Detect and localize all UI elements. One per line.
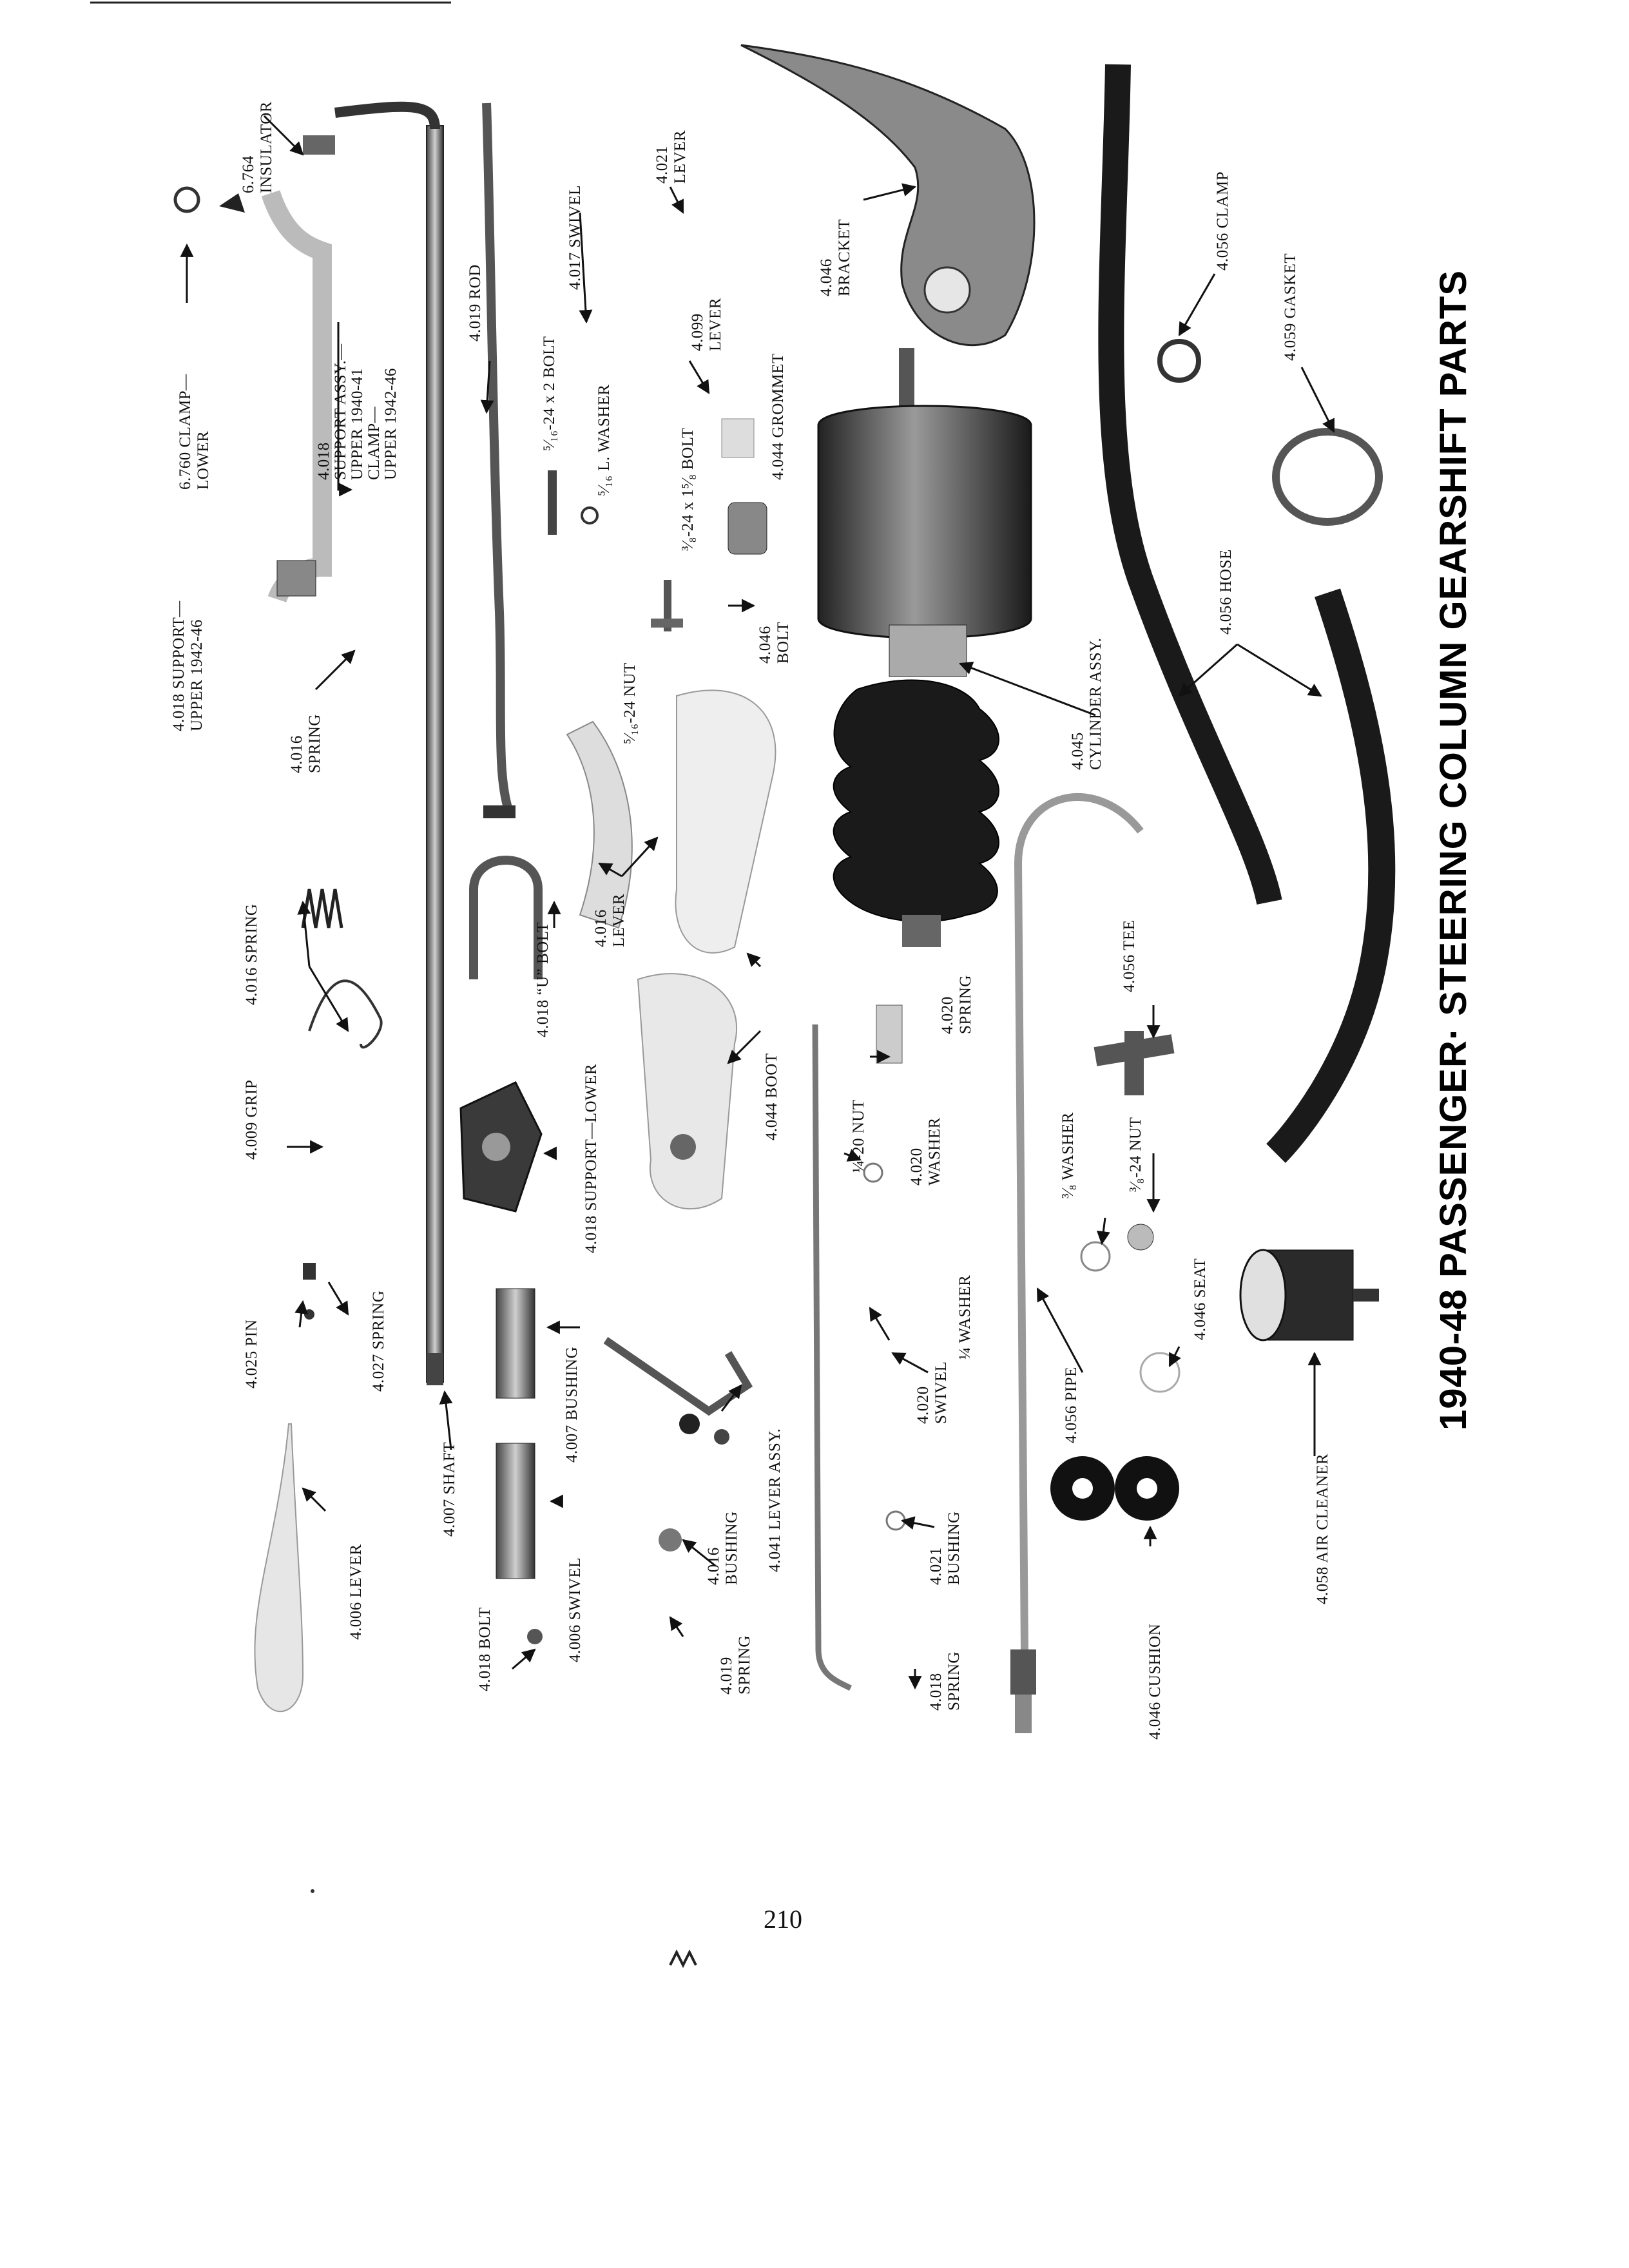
- part-hose: [1098, 64, 1396, 1163]
- label-cushion: 4.046 CUSHION: [1146, 1624, 1164, 1740]
- label-washer-14: ¼ WASHER: [956, 1275, 974, 1360]
- label-insulator: 6.764INSULATOR: [240, 101, 275, 193]
- part-bracket: [740, 44, 1036, 347]
- part-u-bolt: [469, 856, 543, 979]
- part-pipe: [1010, 793, 1144, 1733]
- label-lever-4021: 4.021LEVER: [653, 130, 689, 184]
- label-bolt-516: ⁵⁄₁₆-24 x 2 BOLT: [541, 336, 558, 451]
- label-bolt-4046: 4.046BOLT: [757, 622, 792, 664]
- label-nut-38: ³⁄₈-24 NUT: [1127, 1117, 1144, 1192]
- part-air-cleaner: [1239, 1249, 1379, 1341]
- scan-speck: [311, 1889, 314, 1893]
- label-gasket: 4.059 GASKET: [1282, 253, 1299, 361]
- label-spring-4020: 4.020SPRING: [939, 975, 974, 1034]
- part-boot-bellows: [833, 679, 999, 947]
- label-lever-4099: 4.099LEVER: [689, 298, 724, 351]
- part-lever-assy: [603, 1337, 753, 1552]
- label-swivel-4006: 4.006 SWIVEL: [566, 1557, 584, 1662]
- part-lever-4016: [566, 689, 776, 954]
- part-shaft: [334, 101, 444, 1385]
- part-small-hardware: [303, 418, 906, 1644]
- part-cylinder: [817, 348, 1032, 677]
- label-shaft: 4.007 SHAFT: [441, 1442, 458, 1537]
- label-swivel-4017: 4.017 SWIVEL: [566, 185, 584, 290]
- label-washer-38: ³⁄₈ WASHER: [1059, 1112, 1077, 1198]
- label-spring-4027: 4.027 SPRING: [370, 1291, 387, 1392]
- part-support-lower: [459, 1081, 543, 1213]
- label-nut-14: ¼-20 NUT: [850, 1099, 867, 1173]
- leader-arrows: [180, 115, 1335, 1690]
- label-washer-516: ⁵⁄₁₆ L. WASHER: [595, 384, 613, 496]
- label-tee: 4.056 TEE: [1121, 920, 1138, 992]
- part-boot-plate: [637, 973, 738, 1210]
- label-clamp-4056: 4.056 CLAMP: [1214, 171, 1231, 271]
- label-washer-4020: 4.020WASHER: [908, 1117, 943, 1186]
- part-support-assy: [173, 135, 335, 603]
- label-support-assy: 4.018SUPPORT ASSY.—UPPER 1940-41CLAMP—UP…: [315, 343, 400, 480]
- label-lever-assy: 4.041 LEVER ASSY.: [766, 1428, 784, 1572]
- label-bolt-38: ³⁄₈-24 x 1⁵⁄₈ BOLT: [679, 428, 697, 551]
- label-pipe: 4.056 PIPE: [1063, 1367, 1080, 1443]
- label-nut-516: ⁵⁄₁₆-24 NUT: [621, 662, 639, 744]
- page-title: 1940-48 PASSENGER· STEERING COLUMN GEARS…: [1432, 270, 1474, 1430]
- part-rod-4019: [482, 102, 516, 818]
- label-air-cleaner: 4.058 AIR CLEANER: [1314, 1454, 1331, 1604]
- label-lever-4006: 4.006 LEVER: [347, 1544, 365, 1640]
- label-support-upper: 4.018 SUPPORT—UPPER 1942-46: [170, 601, 206, 731]
- label-hose: 4.056 HOSE: [1217, 549, 1235, 635]
- part-lever-4006: [254, 1423, 304, 1713]
- label-swivel-4020: 4.020SWIVEL: [914, 1361, 950, 1424]
- label-bushing-4007: 4.007 BUSHING: [563, 1347, 581, 1463]
- label-spring-4019: 4.019SPRING: [718, 1635, 753, 1695]
- part-springs: [301, 889, 697, 1968]
- label-spring-4016a: 4.016SPRING: [288, 714, 323, 773]
- label-bolt-4018: 4.018 BOLT: [476, 1608, 494, 1691]
- label-grip: 4.009 GRIP: [243, 1080, 260, 1160]
- label-clamp-lower: 6.760 CLAMP—LOWER: [177, 374, 212, 490]
- label-pin: 4.025 PIN: [243, 1320, 260, 1389]
- label-spring-4018: 4.018SPRING: [927, 1651, 963, 1711]
- label-boot: 4.044 BOOT: [763, 1053, 780, 1140]
- part-labels: 6.760 CLAMP—LOWER 6.764INSULATOR 4.018 S…: [170, 101, 1331, 1740]
- label-u-bolt: 4.018 “U” BOLT: [534, 922, 552, 1037]
- label-bushing-4016: 4.016BUSHING: [705, 1511, 740, 1585]
- part-rod-thin: [812, 1024, 853, 1691]
- label-grommet: 4.044 GROMMET: [769, 353, 787, 480]
- label-cylinder: 4.045CYLINDER ASSY.: [1069, 638, 1104, 770]
- label-spring-4016b: 4.016 SPRING: [243, 904, 260, 1005]
- part-cushions: [1050, 1456, 1179, 1521]
- label-bushing-4021: 4.021BUSHING: [927, 1511, 963, 1585]
- label-support-lower: 4.018 SUPPORT—LOWER: [583, 1064, 600, 1253]
- label-seat: 4.046 SEAT: [1191, 1258, 1209, 1340]
- label-lever-4016: 4.016LEVER: [592, 894, 628, 947]
- part-bushing-swivel: [496, 1288, 535, 1579]
- label-bracket: 4.046BRACKET: [818, 219, 853, 296]
- label-rod: 4.019 ROD: [467, 264, 484, 341]
- page-number: 210: [764, 1905, 802, 1934]
